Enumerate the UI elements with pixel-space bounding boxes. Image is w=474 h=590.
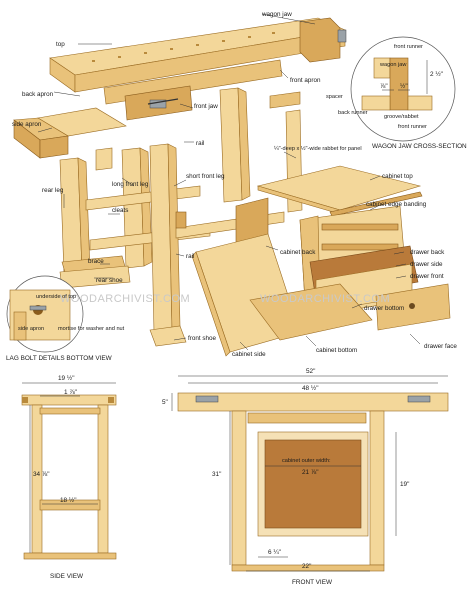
dim-cabinet-width: 21 ⅞" <box>302 469 318 476</box>
workbench-exploded-view <box>13 17 347 347</box>
label-cabinet-back: cabinet back <box>280 249 316 256</box>
dim-side-width: 19 ½" <box>58 374 74 382</box>
label-top: top <box>56 41 65 48</box>
lag-bolt-detail <box>6 275 84 353</box>
cabinet-exploded-view <box>191 165 451 357</box>
label-back-runner: back runner <box>338 110 368 116</box>
watermark-left: WOODARCHIVIST.COM <box>60 293 190 305</box>
caption-front-view: FRONT VIEW <box>292 579 333 586</box>
caption-lag-bolt-details: LAG BOLT DETAILS BOTTOM VIEW <box>6 355 113 362</box>
label-long-front-leg: long front leg <box>112 181 149 188</box>
front-view-drawing <box>171 375 449 572</box>
dim-wagon-jaw-height: 2 ½" <box>430 70 443 78</box>
label-cabinet-bottom: cabinet bottom <box>316 347 357 354</box>
wagon-jaw-cross-section <box>350 36 456 142</box>
label-groove-rabbet: groove/rabbet <box>384 114 419 120</box>
label-drawer-bottom: drawer bottom <box>364 305 404 312</box>
dim-wagon-jaw-a: ⅞" <box>380 83 388 90</box>
caption-side-view: SIDE VIEW <box>50 573 84 580</box>
caption-wagon-jaw-section: WAGON JAW CROSS-SECTION <box>372 143 467 150</box>
dim-front-height: 31" <box>212 471 221 478</box>
label-cabinet-edge-banding: cabinet edge banding <box>366 201 427 208</box>
dim-side-base: 18 ½" <box>60 496 76 504</box>
label-short-front-leg: short front leg <box>186 173 225 180</box>
label-front-runner-top: front runner <box>394 44 423 50</box>
label-underside-of-top: underside of top <box>36 294 76 300</box>
label-spacer: spacer <box>326 94 343 100</box>
dim-front-overall: 52" <box>306 368 315 375</box>
label-mortise: mortise for washer and nut <box>58 326 125 332</box>
label-rabbet-note: ¼"-deep x ½"-wide rabbet for panel <box>274 145 362 152</box>
label-drawer-front: drawer front <box>410 273 444 280</box>
label-cabinet-outer-width: cabinet outer width: <box>282 458 331 464</box>
side-view-drawing <box>21 382 117 560</box>
label-back-apron: back apron <box>22 91 54 98</box>
leader-lines <box>37 13 421 351</box>
label-wagon-jaw: wagon jaw <box>261 11 292 18</box>
dim-front-apron: 5" <box>162 399 168 406</box>
dim-side-height: 34 ⅞" <box>33 471 49 478</box>
dim-front-inner: 48 ½" <box>302 384 318 392</box>
label-front-apron: front apron <box>290 77 321 84</box>
label-drawer-side: drawer side <box>410 261 443 268</box>
dim-cabinet-span: 22" <box>302 563 311 570</box>
dim-cabinet-height: 19" <box>400 481 409 488</box>
label-drawer-face: drawer face <box>424 343 457 350</box>
label-brace: brace <box>88 258 104 265</box>
dim-leg-gap: 6 ¼" <box>268 549 281 556</box>
label-side-apron-detail: side apron <box>18 326 44 332</box>
dim-wagon-jaw-b: ½" <box>400 82 408 90</box>
label-rear-shoe: rear shoe <box>96 277 123 284</box>
label-rail: rail <box>196 140 204 147</box>
label-drawer-back: drawer back <box>410 249 445 256</box>
label-cabinet-top: cabinet top <box>382 173 413 180</box>
dim-side-top: 1 ⅞" <box>64 389 77 396</box>
watermark-right: WOODARCHIVIST.COM <box>260 293 390 305</box>
label-cabinet-side: cabinet side <box>232 351 266 358</box>
label-front-runner-bottom: front runner <box>398 124 427 130</box>
label-front-jaw: front jaw <box>194 103 218 110</box>
label-wagon-jaw-section: wagon jaw <box>379 62 407 68</box>
label-rear-leg: rear leg <box>42 187 64 194</box>
label-front-shoe: front shoe <box>188 335 217 342</box>
label-side-apron: side apron <box>12 121 42 128</box>
label-rail-lower: rail <box>186 253 194 260</box>
label-cleats: cleats <box>112 207 128 214</box>
